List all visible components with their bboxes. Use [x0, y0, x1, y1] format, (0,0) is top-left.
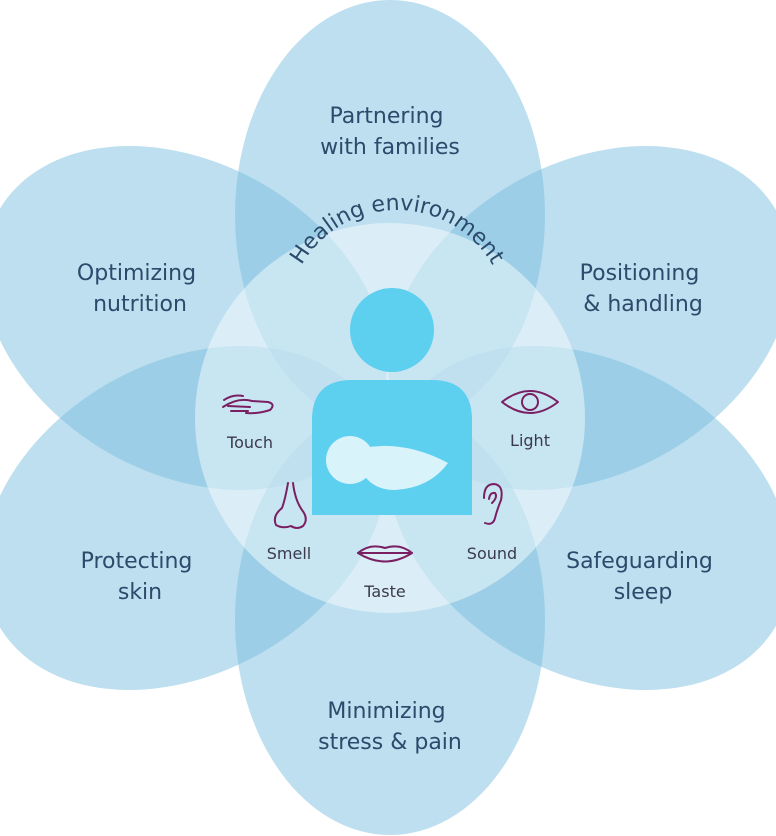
petal-label-stress: Minimizing stress & pain: [318, 699, 462, 755]
petal-lower-left: [0, 346, 387, 690]
sound-ear-icon: [483, 483, 503, 525]
sense-label-touch: Touch: [226, 433, 273, 452]
sense-label-sound: Sound: [467, 544, 517, 563]
baby-body: [362, 445, 448, 490]
sense-label-smell: Smell: [267, 544, 311, 563]
smell-nose-icon: [273, 482, 307, 529]
petal-label-skin: Protecting skin: [81, 549, 200, 605]
petal-label-positioning: Positioning & handling: [580, 261, 707, 317]
light-eye-icon: [501, 390, 559, 414]
touch-hand-icon: [222, 394, 274, 415]
petal-label-partnering: Partnering with families: [320, 104, 460, 160]
taste-lips-icon: [357, 545, 413, 563]
sense-label-light: Light: [510, 431, 550, 450]
petal-labels: Partnering with families Positioning & h…: [77, 104, 720, 755]
parent-head: [350, 288, 434, 372]
petal-label-sleep: Safeguarding sleep: [566, 549, 720, 605]
petal-lower-right: [388, 346, 776, 690]
petal-label-nutrition: Optimizing nutrition: [77, 261, 203, 317]
sense-label-taste: Taste: [363, 582, 405, 601]
parent-baby-icon: [312, 288, 472, 515]
